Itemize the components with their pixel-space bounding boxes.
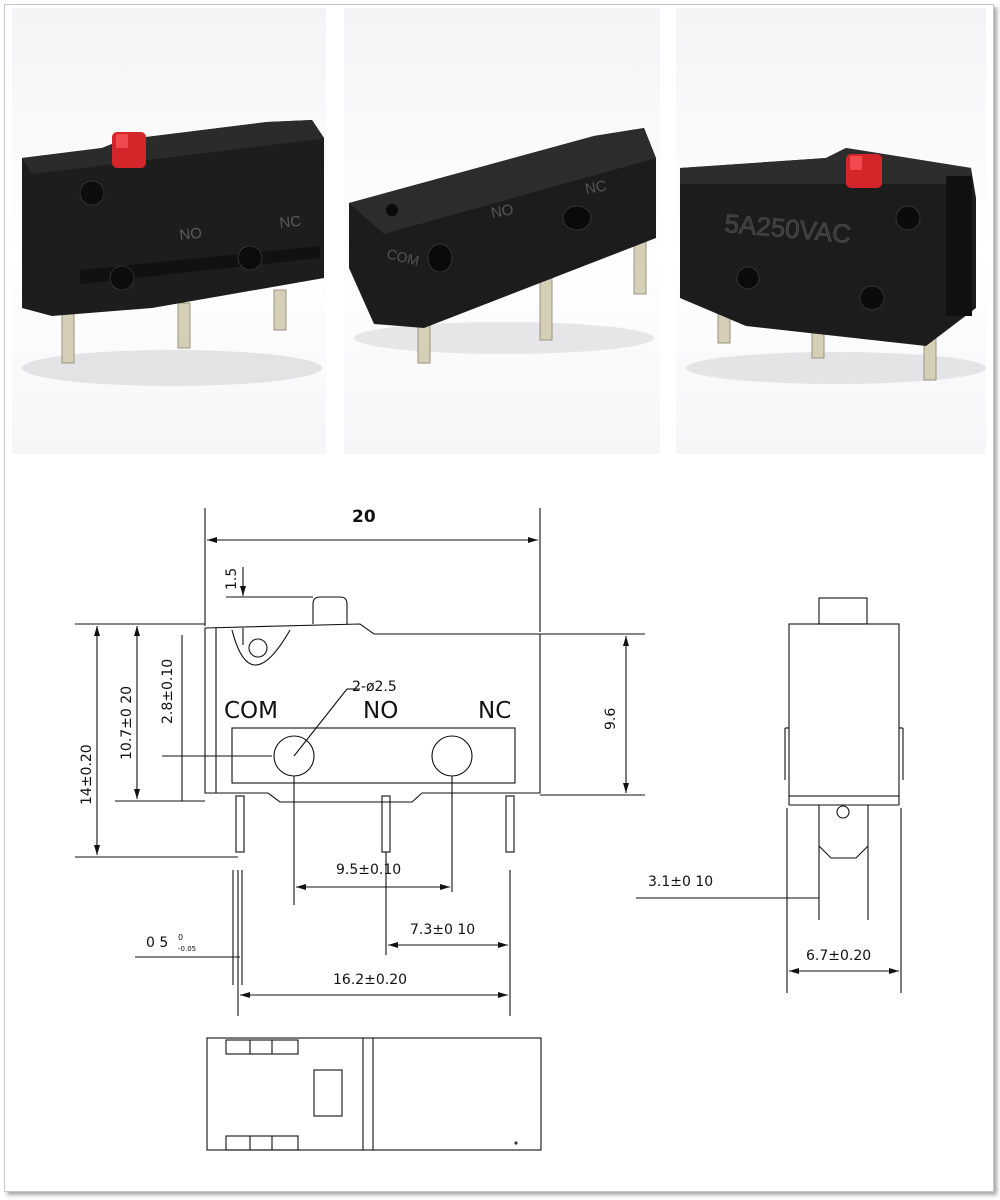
dim-total-height: 14±0.20 (79, 744, 95, 805)
dim-side-width: 6.7±0.20 (806, 948, 871, 964)
dim-thickness-lower: -0.05 (178, 945, 196, 953)
dim-overall-width: 20 (352, 507, 376, 527)
bottom-view-body (206, 1037, 542, 1151)
switch-photo-angled: COM NO NC (344, 8, 660, 454)
photo-marking-no: NO (490, 201, 515, 222)
dim-actuator-height: 1.5 (224, 568, 240, 590)
hole-nc (431, 735, 473, 777)
dim-hole-height: 10.7±0 20 (119, 686, 135, 760)
hole-callout: 2-ø2.5 (352, 679, 397, 695)
photo-marking-com: COM (385, 245, 421, 268)
side-view-actuator (818, 597, 868, 625)
label-com: COM (224, 698, 278, 724)
photo-marking-no: NO (179, 225, 203, 244)
label-nc: NC (478, 698, 511, 724)
photo-marking-nc: NC (279, 213, 302, 232)
dim-side-hole: 3.1±0 10 (648, 874, 713, 890)
dim-lever-offset: 2.8±0.10 (160, 659, 176, 724)
switch-photo-front: NO NC (12, 8, 326, 454)
dim-terminal-nc: 7.3±0 10 (410, 922, 475, 938)
switch-photo-rear: 5A250VAC (676, 8, 986, 454)
dim-terminal-span: 16.2±0.20 (333, 972, 407, 988)
label-no: NO (363, 698, 398, 724)
dim-thickness-upper: 0 (178, 933, 183, 942)
photo-marking-nc: NC (584, 177, 608, 198)
lever-hole (248, 638, 268, 658)
dim-body-height: 9.6 (603, 708, 619, 730)
front-view-outline (204, 623, 541, 803)
dim-hole-spacing: 9.5±0.10 (336, 862, 401, 878)
side-view-body (788, 623, 900, 797)
dim-thickness: 0 5 (146, 935, 168, 951)
